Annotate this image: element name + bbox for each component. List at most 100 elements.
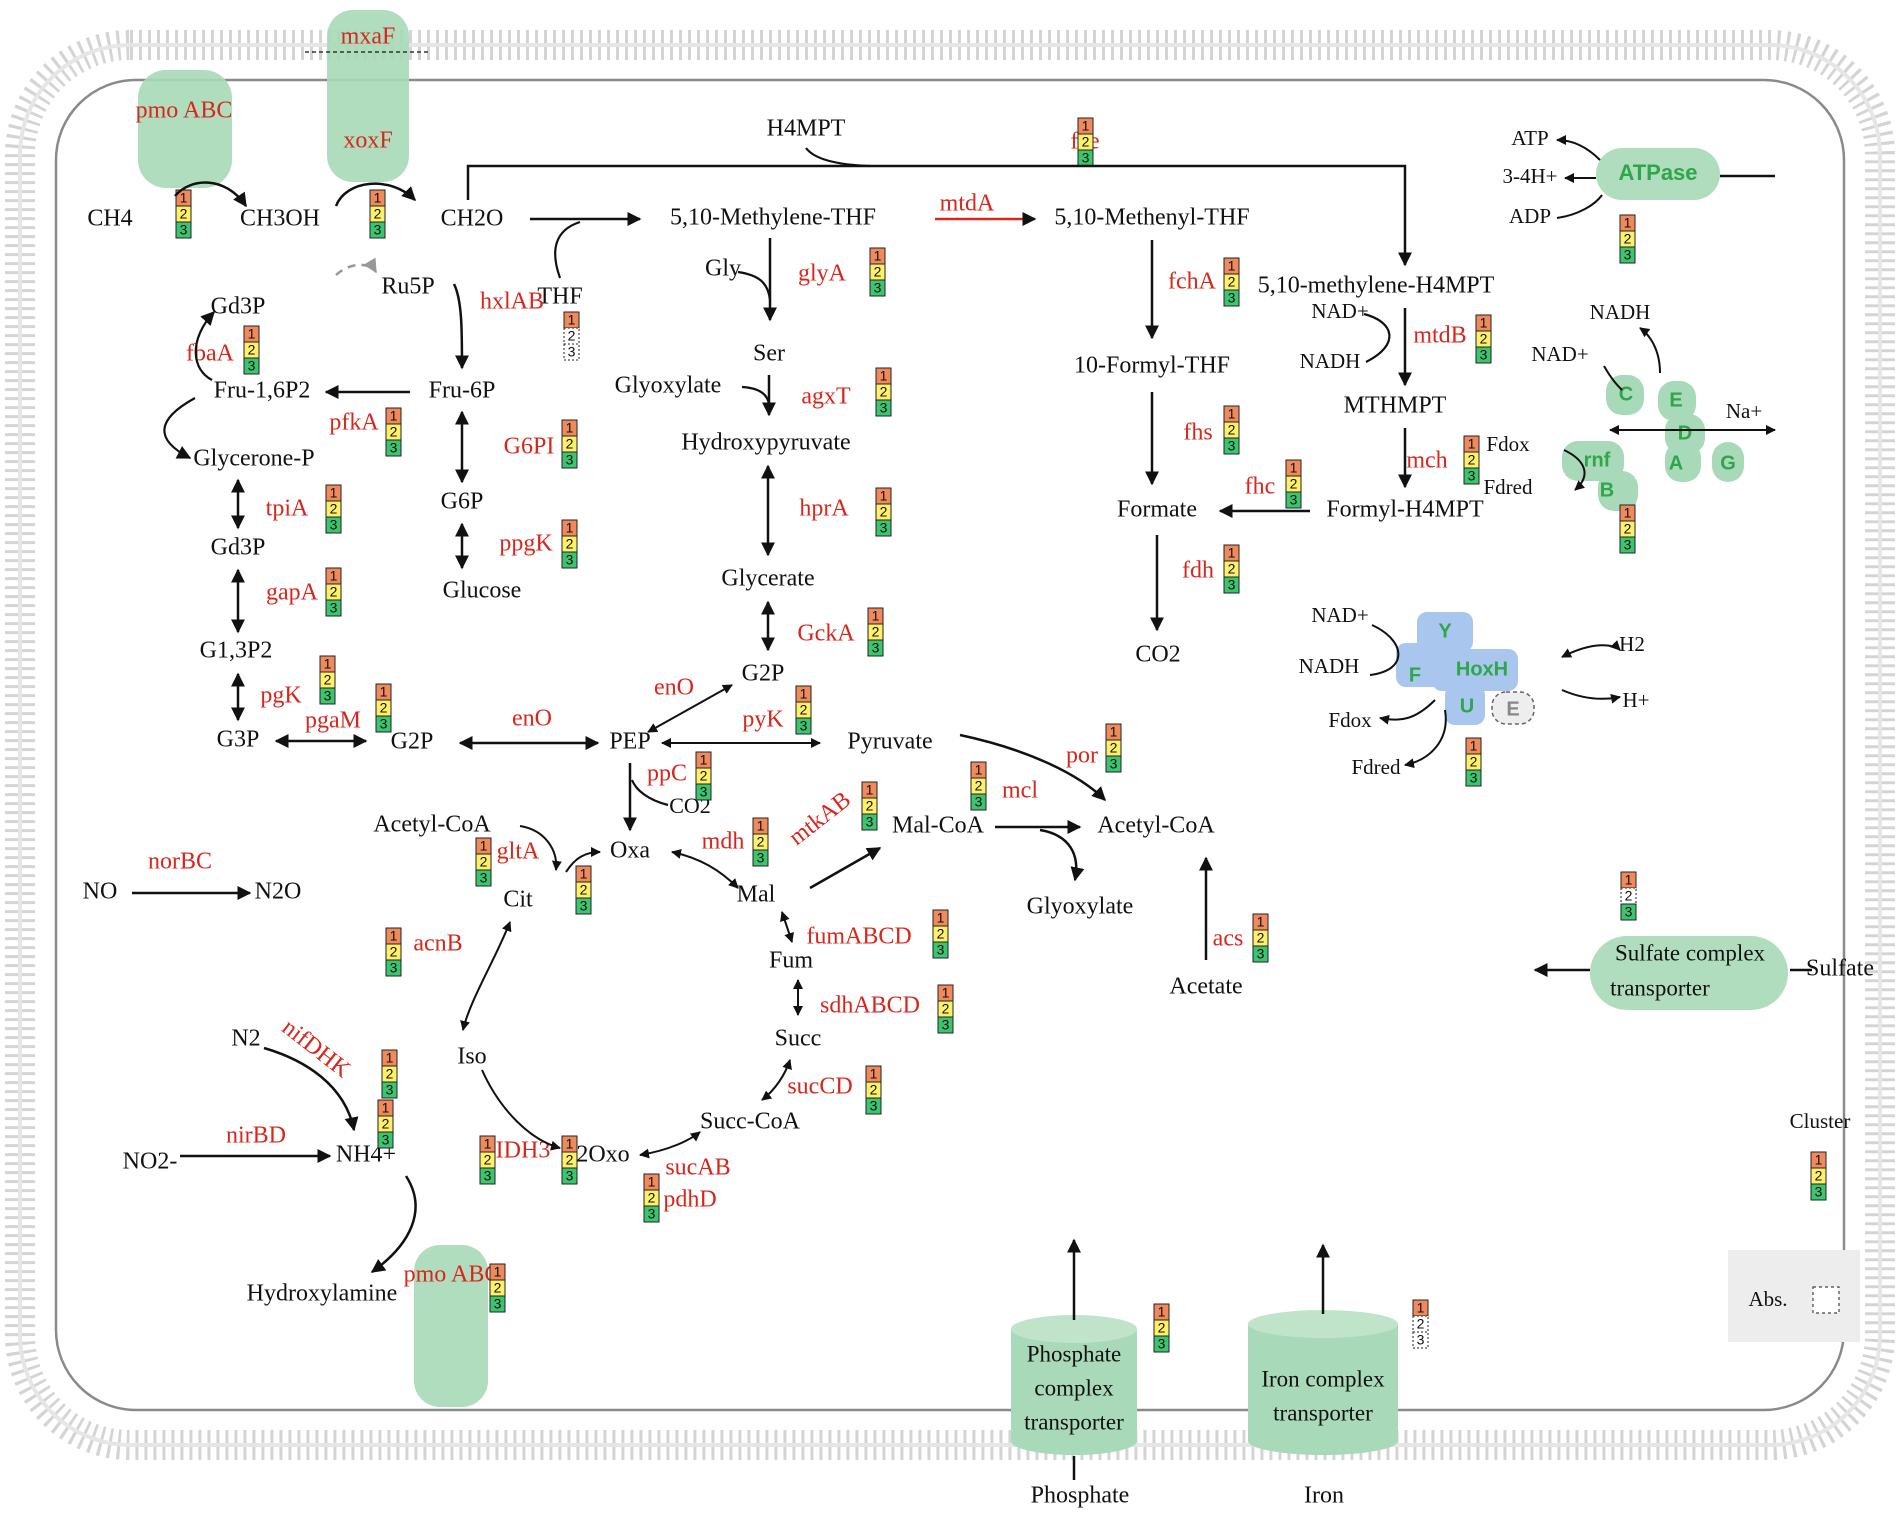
cluster-3-cell (1223, 437, 1240, 455)
transporter-label: complex (1034, 1375, 1114, 1400)
cluster-number: 1 (880, 488, 888, 504)
enzyme-label: pgK (260, 683, 302, 709)
enzyme-label: nirBD (226, 1123, 286, 1149)
metabolite-label: Iron (1304, 1483, 1344, 1509)
cluster-number: 3 (866, 814, 874, 830)
cluster-number: 1 (1082, 118, 1090, 134)
cluster-number: 2 (566, 1152, 574, 1168)
cluster-3-cell (752, 849, 769, 867)
cluster-number: 3 (390, 440, 398, 456)
cluster-number: 2 (380, 700, 388, 716)
enzyme-label: pmo ABC (136, 98, 233, 124)
metabolite-label: Iso (457, 1044, 486, 1070)
cluster-badge: 123 (695, 751, 712, 801)
cluster-number: 3 (390, 960, 398, 976)
cluster-number: 1 (386, 1050, 394, 1066)
metabolite-label: NAD+ (1311, 299, 1368, 323)
cluster-number: 2 (1290, 476, 1298, 492)
cluster-3-cell (643, 1205, 660, 1223)
transporter-label: Sulfate complex (1615, 940, 1766, 965)
metabolite-label: N2O (255, 879, 302, 905)
cluster-number: 2 (390, 944, 398, 960)
cluster-badge: 123 (1619, 504, 1636, 554)
enzyme-label: fbaA (186, 341, 235, 367)
cluster-badge: 123 (385, 927, 402, 977)
cluster-badge: 123 (377, 1099, 394, 1149)
cluster-number: 3 (1228, 438, 1236, 454)
cluster-number: 1 (700, 752, 708, 768)
cluster-3-cell (563, 343, 580, 361)
cluster-number: 1 (390, 408, 398, 424)
cluster-3-cell (377, 1131, 394, 1149)
cluster-badge: 123 (319, 655, 336, 705)
cluster-3-cell (1475, 346, 1492, 364)
cluster-number: 3 (1624, 247, 1632, 263)
cluster-number: 2 (1470, 754, 1478, 770)
complex-label: ATPase (1618, 160, 1697, 185)
cluster-badge: 123 (1475, 314, 1492, 364)
cluster-number: 1 (374, 190, 382, 206)
enzyme-label: pmo ABC (404, 1262, 501, 1288)
cluster-badge: 123 (385, 407, 402, 457)
metabolite-label: ATP (1511, 126, 1548, 150)
cluster-number: 2 (330, 584, 338, 600)
cluster-number: 2 (1417, 1316, 1425, 1332)
metabolite-label: CH3OH (240, 206, 320, 232)
metabolite-label: Formyl-H4MPT (1326, 497, 1484, 523)
cluster-3-cell (795, 717, 812, 735)
enzyme-label: fumABCD (806, 924, 911, 950)
enzyme-label: enO (654, 675, 694, 701)
metabolite-label: NAD+ (1531, 342, 1588, 366)
metabolite-label: NAD+ (1311, 603, 1368, 627)
rnf-subunit (1665, 442, 1701, 482)
reaction-arrow (780, 911, 794, 943)
cluster-badge: 123 (563, 311, 580, 361)
enzyme-label: acnB (413, 931, 462, 957)
cluster-number: 1 (566, 1136, 574, 1152)
cluster-3-cell (1465, 769, 1482, 787)
enzyme-label: tpiA (266, 496, 309, 522)
cluster-number: 3 (380, 716, 388, 732)
rnf-subunit (1562, 441, 1624, 481)
metabolite-label: G6P (441, 489, 484, 515)
cluster-number: 1 (975, 762, 983, 778)
cluster-number: 3 (566, 552, 574, 568)
reaction-arrow (805, 147, 871, 168)
metabolite-label: Pyruvate (847, 729, 932, 755)
cluster-2-cell (563, 327, 580, 345)
pmo-complex-2 (414, 1245, 488, 1407)
cluster-number: 2 (757, 834, 765, 850)
enzyme-label: mtkAB (784, 787, 856, 851)
cluster-number: 1 (757, 818, 765, 834)
cluster-number: 2 (1110, 740, 1118, 756)
complex-label: U (1460, 695, 1474, 717)
reaction-arrow (761, 1059, 792, 1101)
metabolite-label: Acetyl-CoA (373, 812, 491, 838)
cluster-3-cell (475, 869, 492, 887)
complex-label: Y (1438, 620, 1452, 642)
reaction-arrow (1404, 709, 1447, 769)
metabolite-label: Oxa (610, 838, 650, 864)
cluster-number: 2 (386, 1066, 394, 1082)
metabolite-label: Sulfate (1806, 956, 1874, 982)
cluster-number: 3 (480, 870, 488, 886)
hox-e-absent (1491, 691, 1535, 725)
cluster-number: 2 (390, 424, 398, 440)
cluster-number: 2 (330, 501, 338, 517)
cluster-3-cell (1810, 1183, 1827, 1201)
metabolite-label: NADH (1299, 654, 1360, 678)
metabolite-label: PEP (609, 729, 650, 755)
cluster-number: 3 (1480, 347, 1488, 363)
cluster-number: 3 (330, 517, 338, 533)
cluster-badge: 123 (561, 1135, 578, 1185)
cluster-number: 2 (374, 206, 382, 222)
cluster-number: 3 (800, 718, 808, 734)
metabolite-label: Cit (503, 887, 533, 913)
cluster-badge: 123 (1285, 459, 1302, 509)
enzyme-label: pfkA (329, 410, 379, 436)
cluster-number: 2 (1815, 1168, 1823, 1184)
cluster-number: 2 (880, 504, 888, 520)
cluster-3-cell (1105, 755, 1122, 773)
cluster-number: 2 (1468, 452, 1476, 468)
